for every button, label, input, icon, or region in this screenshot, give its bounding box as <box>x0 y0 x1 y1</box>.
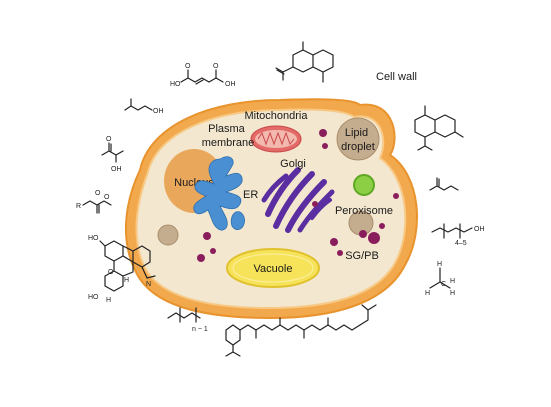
fumaric-o-1: O <box>185 63 191 70</box>
alkane-n: n − 1 <box>192 326 208 333</box>
granule <box>312 201 318 207</box>
acetoin-o: O <box>106 136 112 143</box>
methane-c: C <box>441 281 446 288</box>
granule <box>379 223 385 229</box>
granule <box>337 250 343 256</box>
acetoin-structure: O OH <box>101 136 124 173</box>
alkaloid-n: N <box>146 281 151 288</box>
plasma-membrane-label-line1: Plasma <box>208 123 246 135</box>
alkaloid-h: H <box>124 277 129 284</box>
fumaric-o-2: O <box>213 63 219 70</box>
methane-h-1: H <box>437 261 442 268</box>
alkaloid-ho-1: HO <box>88 235 99 242</box>
granule <box>359 230 367 238</box>
golgi-label: Golgi <box>280 158 306 170</box>
methane-h-2: H <box>425 290 430 297</box>
methane-structure: H H C H H <box>425 261 455 297</box>
granule <box>368 232 380 244</box>
lipid-droplet-label-line1: Lipid <box>345 127 368 139</box>
ester-structure: R O O <box>76 190 112 214</box>
lipid-droplet <box>336 117 380 161</box>
golgi <box>261 167 335 233</box>
methane-h-4: H <box>450 290 455 297</box>
ester-r: R <box>76 203 81 210</box>
endoplasmic-reticulum <box>193 156 245 231</box>
alkaloid-structure: HO O H N HO H <box>88 235 156 304</box>
granule <box>322 143 328 149</box>
carotenoid-structure <box>225 304 377 357</box>
peroxisome-label: Peroxisome <box>335 205 393 217</box>
granule <box>393 193 399 199</box>
granule <box>330 238 338 246</box>
alkaloid-ho-2: HO <box>88 294 99 301</box>
granule <box>197 254 205 262</box>
vacuole <box>226 248 320 288</box>
alkaloid-o: O <box>108 269 114 276</box>
granules <box>197 129 399 262</box>
acetoin-oh: OH <box>111 166 122 173</box>
fatty-alcohol-range: 4–5 <box>455 240 467 247</box>
isoamyl-alcohol-structure: OH <box>124 98 164 115</box>
alkaloid-h-2: H <box>106 297 111 304</box>
lipid-droplet-label: Lipid droplet <box>341 127 375 153</box>
fumaric-oh: OH <box>225 81 236 88</box>
er-label: ER <box>243 189 258 201</box>
mitochondria-label: Mitochondria <box>245 110 309 122</box>
ester-o-2: O <box>104 194 110 201</box>
sesquiterpene-structure-right <box>414 105 464 151</box>
isoprene-structure <box>429 177 459 191</box>
lipid-droplet-small-1 <box>157 224 179 246</box>
vacuole-inner <box>232 253 314 283</box>
vacuole-label: Vacuole <box>254 263 293 275</box>
granule <box>203 232 211 240</box>
isoamyl-oh: OH <box>153 108 164 115</box>
plasma-membrane-label-line2: membrane <box>202 137 255 149</box>
fumaric-acid-structure: HO OH O O <box>170 63 236 88</box>
fatty-alcohol-oh: OH <box>474 226 485 233</box>
ester-o-1: O <box>95 190 101 197</box>
fatty-alcohol-structure: OH 4–5 <box>431 223 485 247</box>
sesquiterpene-structure-top <box>275 41 334 83</box>
granule <box>319 129 327 137</box>
granule <box>210 248 216 254</box>
fumaric-ho: HO <box>170 81 181 88</box>
plasma-membrane-label: Plasma membrane <box>202 123 255 149</box>
methane-h-3: H <box>450 278 455 285</box>
lipid-droplet-label-line2: droplet <box>341 141 375 153</box>
cell-wall-label: Cell wall <box>376 71 417 83</box>
alkane-structure: n − 1 <box>167 307 208 333</box>
mitochondria <box>250 125 302 153</box>
sg-pb-label: SG/PB <box>345 250 379 262</box>
peroxisome <box>353 174 375 196</box>
